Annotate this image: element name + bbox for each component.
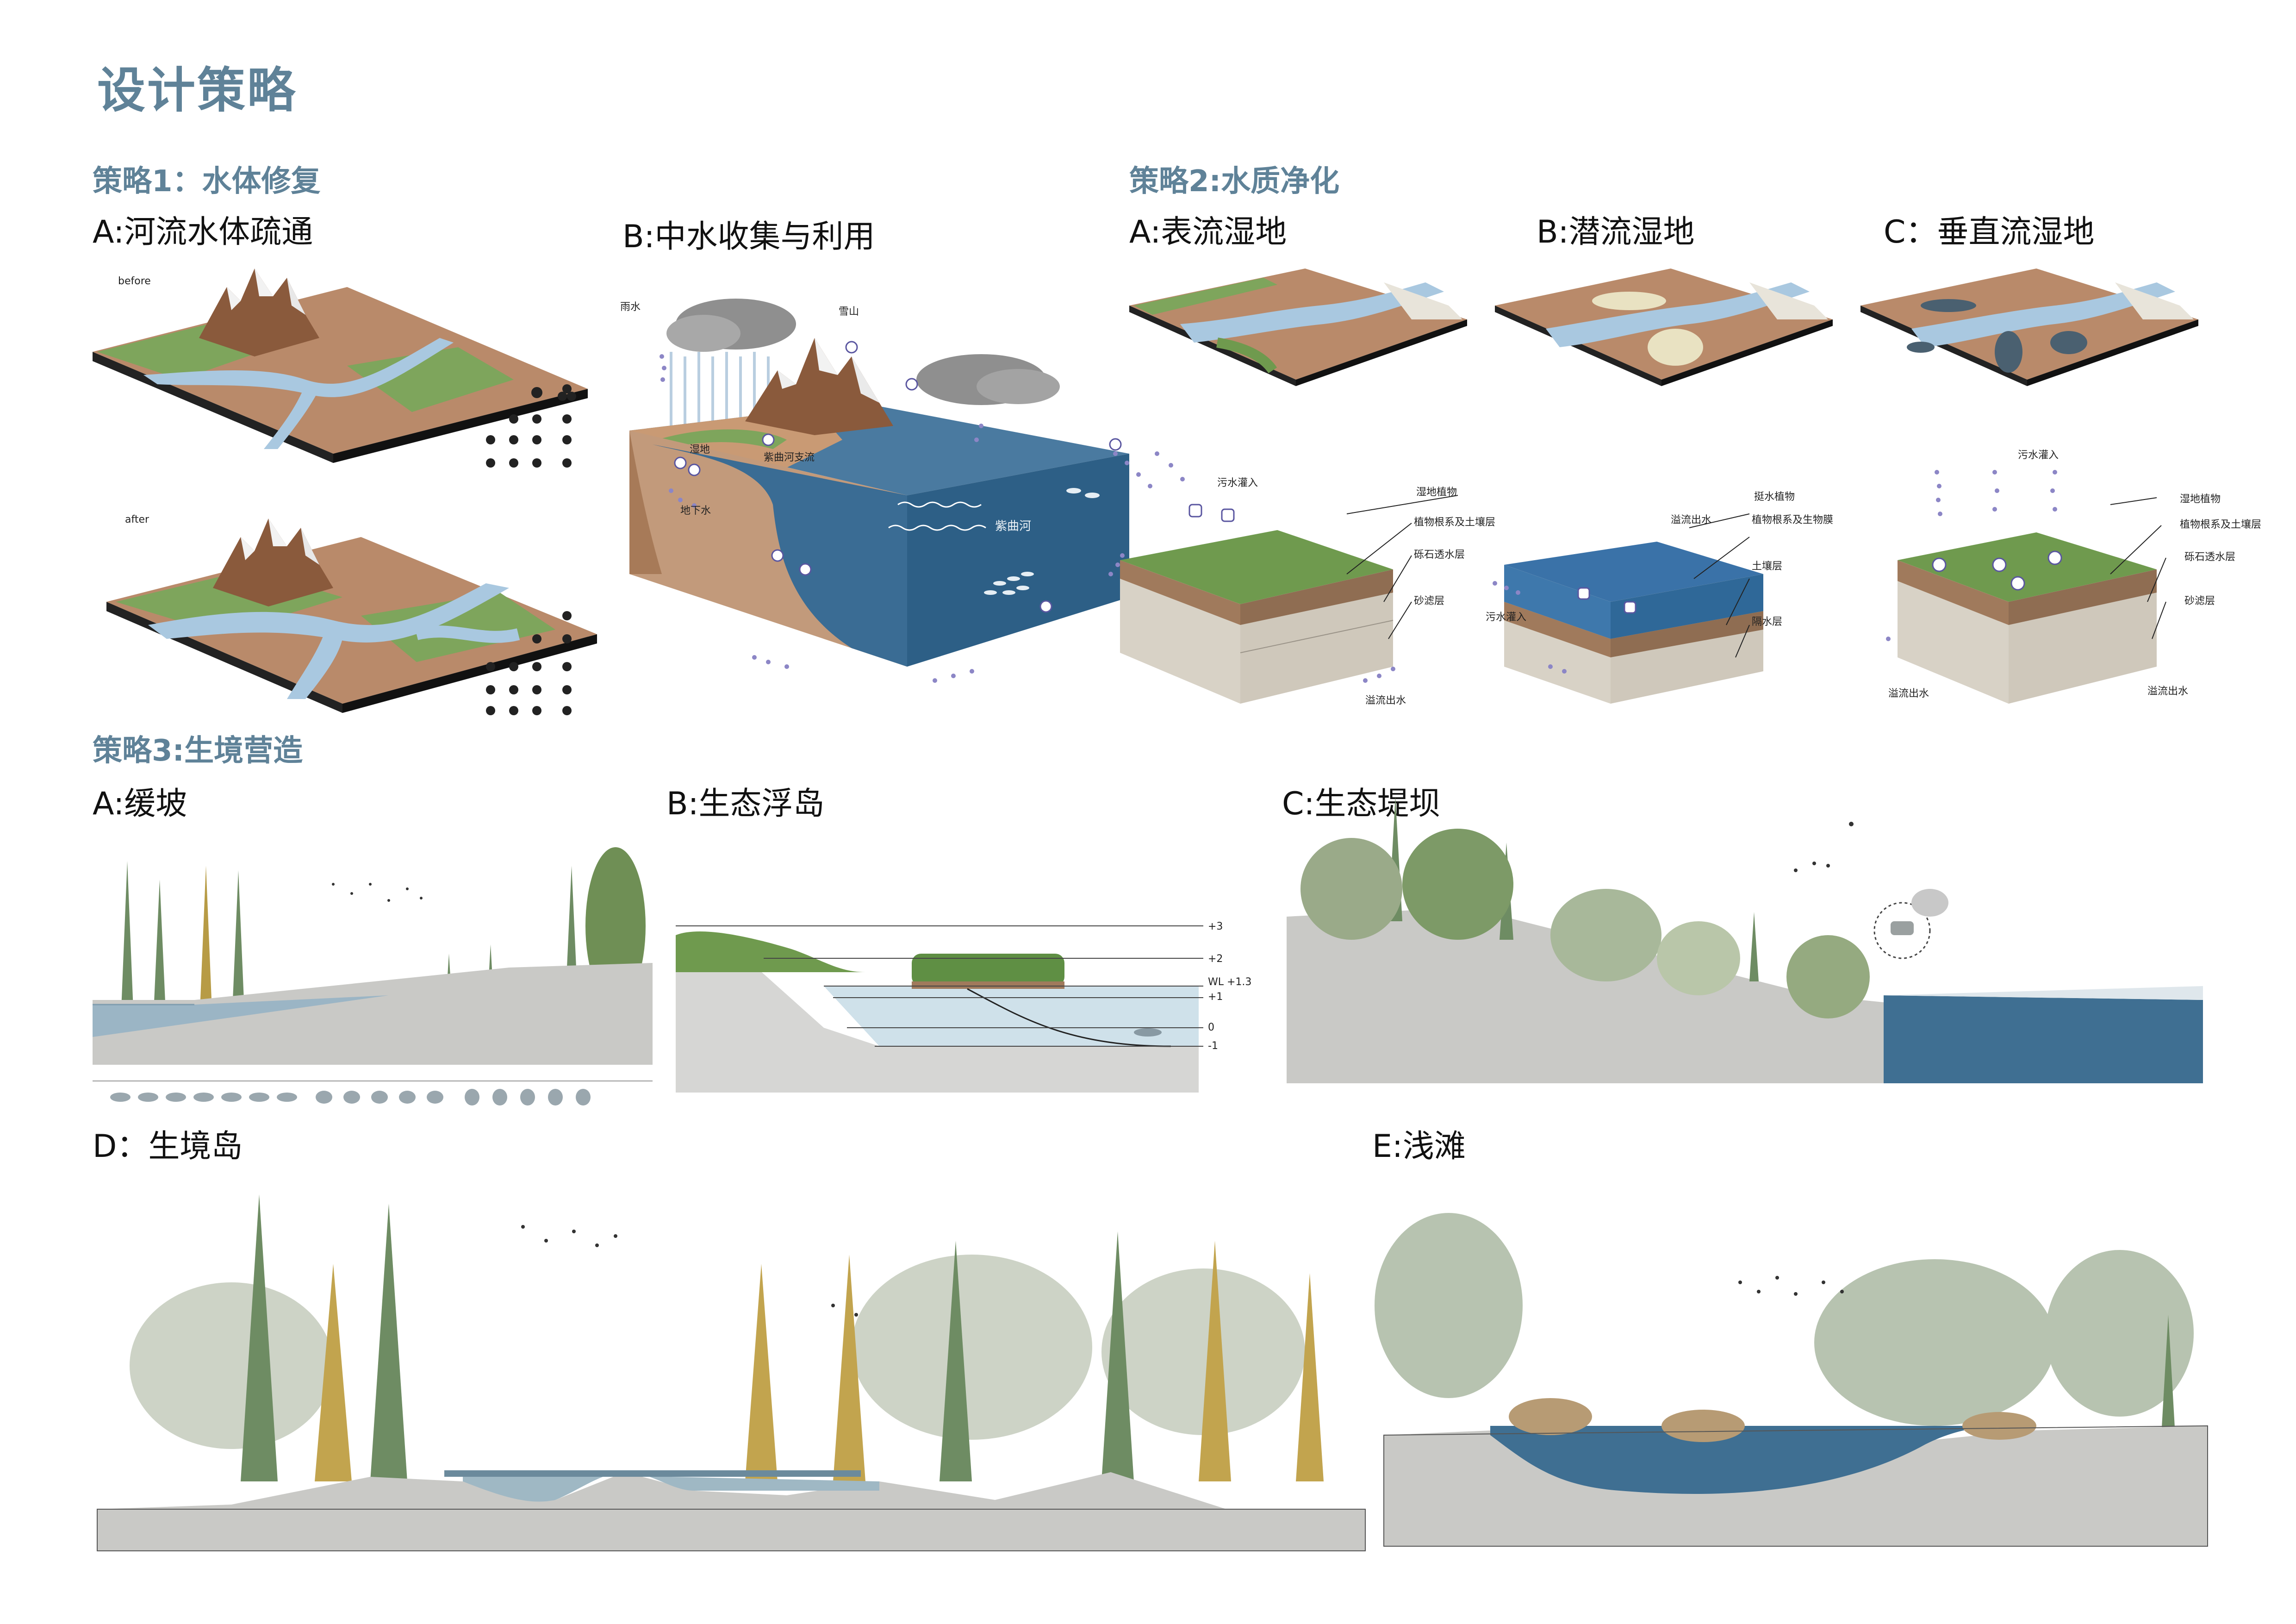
subsurface-sewage-in: 污水灌入: [1486, 612, 1526, 623]
vertical-overflow-right: 溢流出水: [2147, 686, 2188, 697]
strategy3-a-label: A:缓坡: [93, 786, 187, 822]
level-plus1: +1: [1208, 991, 1223, 1003]
water-cycle-diagram: 雨水 雪山 湿地 紫曲河支流 地下水 紫曲河: [620, 299, 1129, 683]
river-before-diagram: [93, 269, 588, 463]
subsurface-plants: 挺水植物: [1754, 491, 1795, 503]
level-wl: WL +1.3: [1208, 976, 1251, 988]
strategy2-c-label: C：垂直流湿地: [1884, 214, 2095, 250]
subsurface-roots: 植物根系及生物膜: [1752, 514, 1833, 526]
ecological-dam-section: [1287, 796, 2203, 1083]
vertical-gravel: 砾石透水层: [2184, 551, 2235, 563]
strategy1-b-label: B:中水收集与利用: [622, 219, 875, 255]
species-icons-after: [486, 611, 572, 715]
vertical-roots: 植物根系及土壤层: [2180, 519, 2261, 531]
subsurface-flow-section: 溢流出水 挺水植物 植物根系及生物膜 土壤层 隔水层 污水灌入: [1486, 491, 1833, 704]
level-minus1: -1: [1208, 1040, 1218, 1052]
strategy2-b-label: B:潜流湿地: [1537, 214, 1695, 250]
strategy3-b-label: B:生态浮岛: [666, 786, 825, 822]
subsurface-gravel: 隔水层: [1752, 616, 1782, 628]
surface-roots: 植物根系及土壤层: [1414, 517, 1495, 528]
surface-overflow: 溢流出水: [1365, 695, 1406, 706]
strategy3-d-label: D：生境岛: [93, 1128, 243, 1165]
wetland-label: 湿地: [690, 444, 710, 456]
tributary-label: 紫曲河支流: [764, 452, 815, 463]
gentle-slope-section: [93, 847, 653, 1106]
river-label: 紫曲河: [995, 519, 1031, 533]
vertical-sewage-in: 污水灌入: [2018, 450, 2059, 461]
strategy1-a-label: A:河流水体疏通: [93, 214, 313, 250]
level-zero: 0: [1208, 1022, 1214, 1033]
vertical-filter: 砂滤层: [2184, 595, 2215, 607]
surface-filter: 砂滤层: [1414, 595, 1444, 607]
species-icons-before: [486, 384, 576, 468]
strategy3-c-label: C:生态堤坝: [1282, 786, 1441, 822]
level-plus2: +2: [1208, 953, 1223, 965]
page-title: 设计策略: [97, 62, 298, 119]
subsurface-overflow: 溢流出水: [1671, 514, 1711, 526]
strategy1-heading: 策略1：水体修复: [93, 164, 321, 199]
river-after-diagram: [106, 518, 597, 713]
groundwater-label: 地下水: [680, 505, 711, 517]
surface-sewage-in: 污水灌入: [1217, 477, 1258, 489]
subsurface-soil: 土壤层: [1752, 561, 1782, 572]
strategy2-heading: 策略2:水质净化: [1129, 164, 1340, 199]
surface-gravel: 砾石透水层: [1414, 549, 1465, 561]
vertical-plants: 湿地植物: [2180, 493, 2221, 505]
before-label: before: [118, 275, 151, 287]
subsurface-flow-map: [1495, 269, 1833, 386]
surface-plants: 湿地植物: [1416, 487, 1457, 498]
level-plus3: +3: [1208, 921, 1223, 932]
after-label: after: [125, 514, 149, 525]
habitat-island-section: [97, 1194, 1366, 1551]
vertical-flow-map: [1860, 269, 2198, 386]
strategy3-e-label: E:浅滩: [1372, 1128, 1466, 1165]
surface-flow-map: [1129, 269, 1467, 386]
vertical-flow-section: 污水灌入 湿地植物 植物根系及土壤层 砾石透水层 砂滤层 溢流出水 溢流出水: [1886, 450, 2261, 704]
rain-label: 雨水: [620, 301, 641, 313]
strategy2-a-label: A:表流湿地: [1129, 214, 1287, 250]
strategy3-heading: 策略3:生境营造: [93, 734, 303, 768]
floating-island-section: +3 +2 WL +1.3 +1 0 -1: [676, 921, 1251, 1093]
vertical-overflow-left: 溢流出水: [1888, 688, 1929, 700]
surface-flow-section: 污水灌入 湿地植物 植物根系及土壤层 砾石透水层 砂滤层 溢流出水: [1113, 451, 1495, 706]
shoal-section: [1375, 1213, 2208, 1547]
snow-mountain-label: 雪山: [839, 306, 859, 318]
